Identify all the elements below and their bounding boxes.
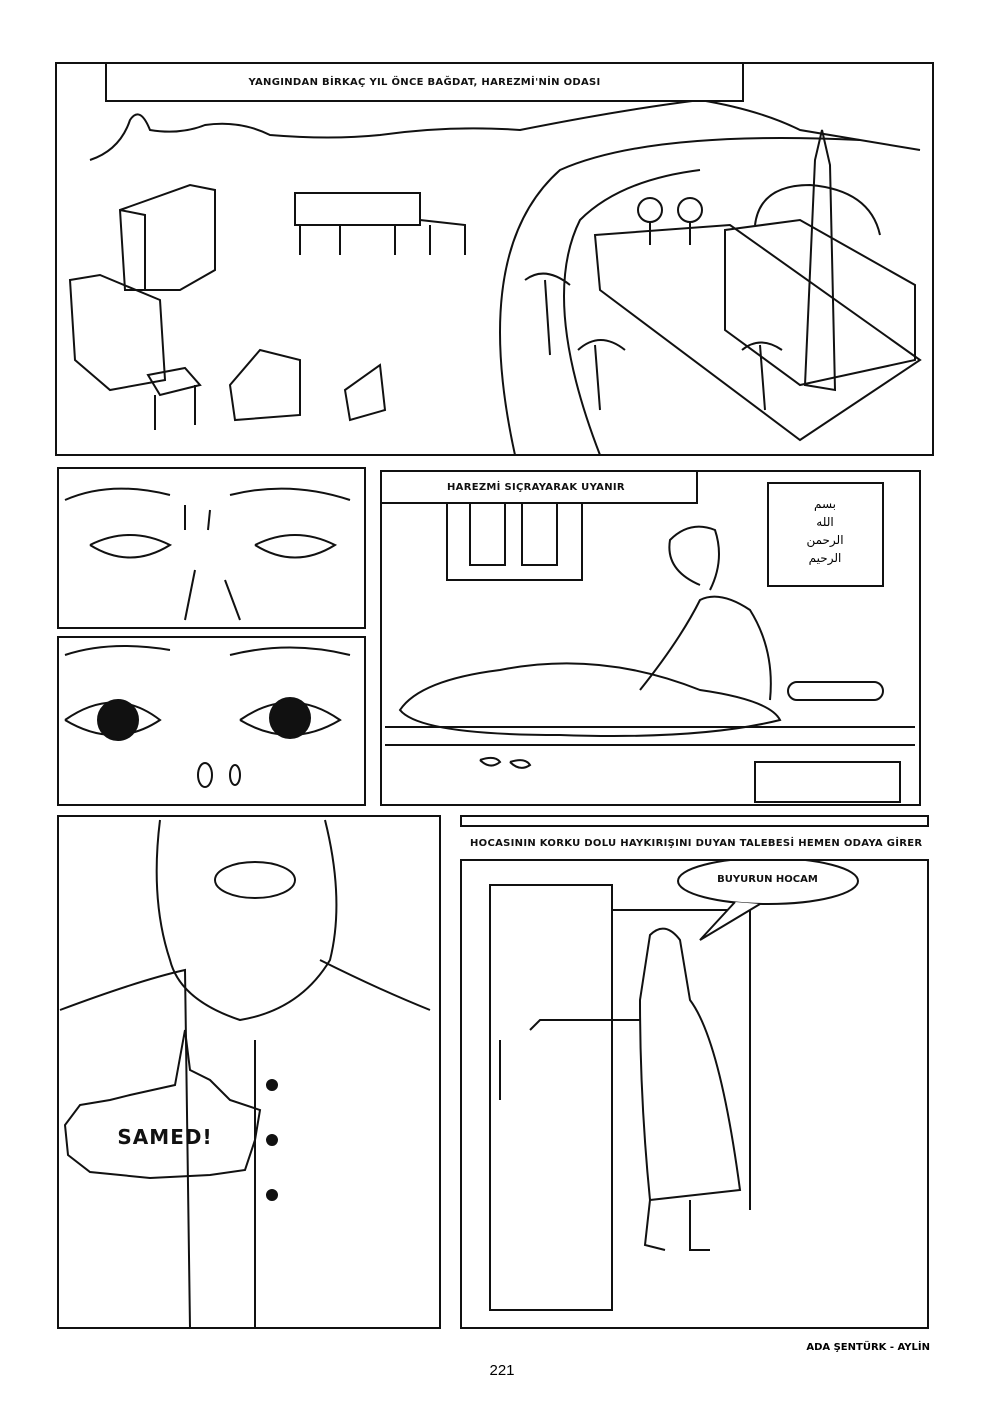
road bbox=[499, 137, 861, 456]
caption-waking: HAREZMİ SIÇRAYARAK UYANIR bbox=[380, 470, 698, 504]
shouting-mouth bbox=[214, 861, 296, 899]
robe bbox=[59, 959, 431, 1329]
button bbox=[266, 1134, 278, 1146]
tents bbox=[146, 348, 387, 430]
brows-closed bbox=[64, 487, 351, 501]
calligraphy-basmala: بسم الله الرحمن الرحيم bbox=[785, 495, 865, 567]
speech-samed: SAMED! bbox=[117, 1125, 213, 1149]
panel-open-eyes bbox=[57, 636, 366, 806]
floor-mat bbox=[754, 761, 901, 803]
caption-establishing: YANGINDAN BİRKAÇ YIL ÖNCE BAĞDAT, HAREZM… bbox=[105, 62, 744, 102]
pupil-left bbox=[97, 699, 139, 741]
brows-open bbox=[64, 645, 351, 656]
palm-trees bbox=[524, 197, 783, 411]
student-figure bbox=[529, 927, 742, 1251]
calligraphy-line: الرحمن bbox=[806, 533, 844, 547]
cushion bbox=[787, 681, 884, 701]
pupil-right bbox=[269, 697, 311, 739]
mountains bbox=[89, 98, 921, 161]
panel-closed-eyes bbox=[57, 467, 366, 629]
samed-speech-bubble bbox=[63, 1029, 262, 1180]
eyes-open-outline bbox=[64, 701, 342, 736]
credits: ADA ŞENTÜRK - AYLİN bbox=[806, 1342, 930, 1353]
caption-student: HOCASININ KORKU DOLU HAYKIRIŞINI DUYAN T… bbox=[460, 825, 929, 861]
harezmi-figure bbox=[639, 525, 772, 701]
sweat-drop bbox=[229, 764, 241, 786]
calligraphy-frame bbox=[767, 482, 884, 587]
stilt-house bbox=[294, 192, 466, 255]
floor-line bbox=[385, 726, 915, 746]
face-outline bbox=[155, 819, 338, 1022]
panel-student-enters bbox=[460, 815, 929, 1329]
calligraphy-line: الرحيم bbox=[808, 551, 842, 565]
speech-buyurun-hocam: BUYURUN HOCAM bbox=[717, 874, 818, 885]
eyes-closed bbox=[89, 534, 338, 559]
calligraphy-line: بسم bbox=[813, 497, 837, 511]
button bbox=[266, 1079, 278, 1091]
bed bbox=[398, 662, 782, 737]
open-mouth bbox=[197, 762, 213, 788]
window bbox=[446, 502, 583, 581]
calligraphy-line: الله bbox=[816, 515, 834, 529]
panel-harezmi-shouts bbox=[57, 815, 441, 1329]
nose-lines bbox=[184, 505, 241, 621]
house-block bbox=[68, 183, 216, 392]
caption-text: HAREZMİ SIÇRAYARAK UYANIR bbox=[447, 481, 625, 493]
mosque bbox=[593, 129, 922, 442]
door-frame bbox=[489, 884, 751, 1311]
caption-text: YANGINDAN BİRKAÇ YIL ÖNCE BAĞDAT, HAREZM… bbox=[248, 76, 601, 88]
page-number: 221 bbox=[489, 1362, 515, 1379]
caption-text: HOCASININ KORKU DOLU HAYKIRIŞINI DUYAN T… bbox=[470, 837, 923, 849]
button bbox=[266, 1189, 278, 1201]
speech-bubble-tail bbox=[699, 901, 761, 941]
slippers bbox=[479, 756, 532, 769]
